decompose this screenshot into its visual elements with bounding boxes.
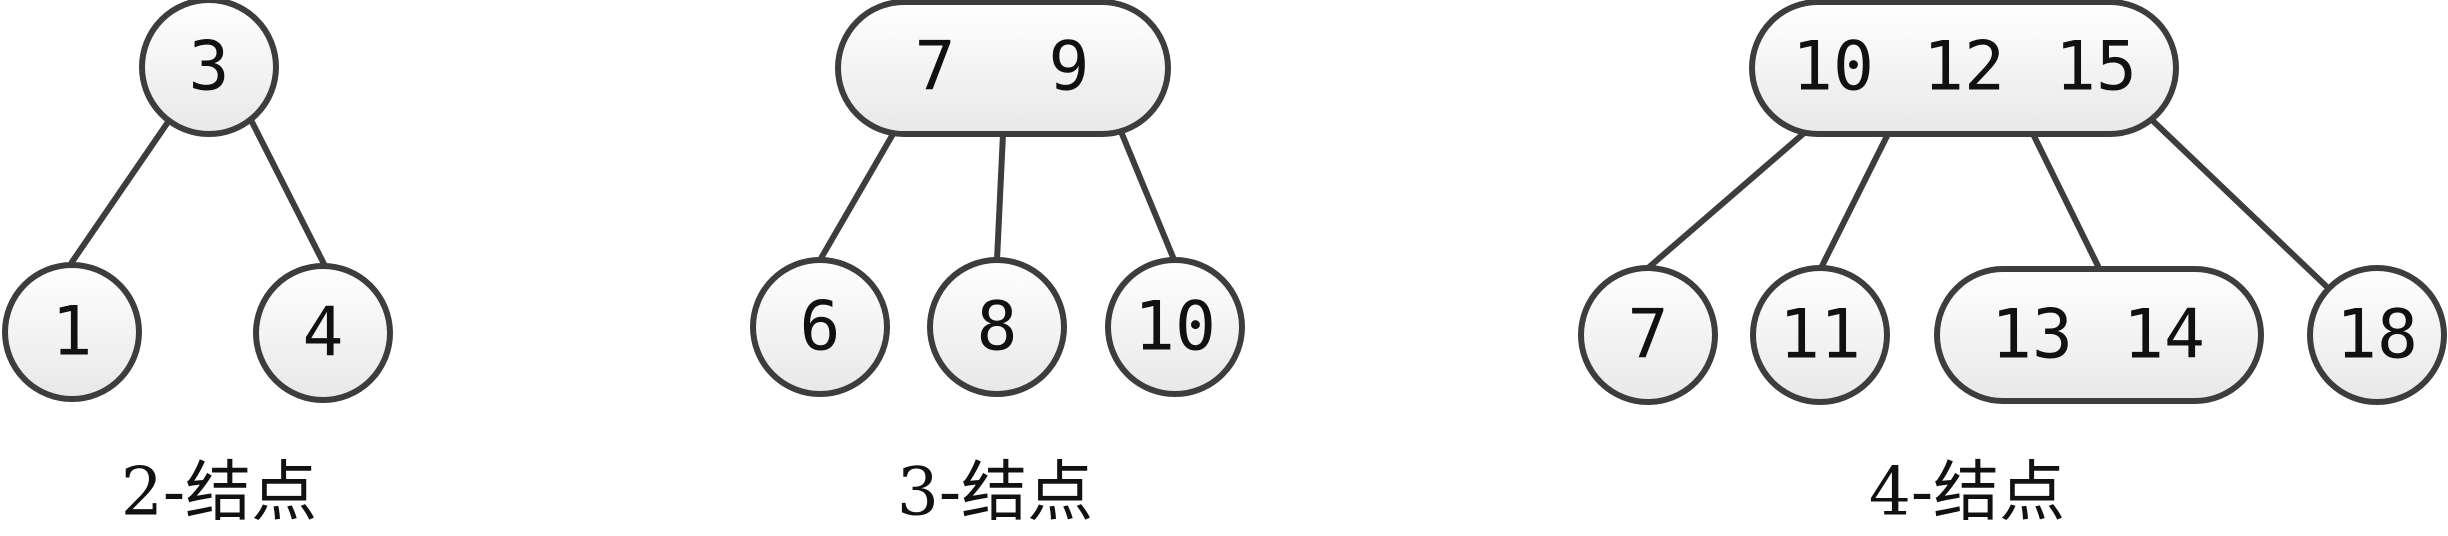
- node-shape: [835, 0, 1171, 137]
- node-key: 7: [1628, 296, 1669, 375]
- child-node: 1: [2, 262, 142, 402]
- edge-root-to-child-2: [994, 131, 1006, 263]
- child-node: 4: [253, 263, 393, 403]
- node-shape: [750, 257, 890, 397]
- node-shape: [1750, 265, 1890, 405]
- node-shape: [1578, 265, 1718, 405]
- node-key: 7: [915, 28, 956, 107]
- tree-2-node: 3 1 4 2-结点: [2, 0, 393, 531]
- node-shape: [1749, 0, 2179, 137]
- root-node: 3: [139, 0, 279, 137]
- tree-3-node: 7 9 6 8 10 3-结点: [750, 0, 1245, 531]
- node-key: 10: [1792, 28, 1874, 107]
- caption: 4-结点: [1869, 454, 2065, 531]
- node-shape: [927, 257, 1067, 397]
- node-key: 11: [1779, 296, 1861, 375]
- node-key: 12: [1923, 28, 2005, 107]
- root-node: 10 12 15: [1749, 0, 2179, 137]
- caption: 2-结点: [121, 454, 317, 531]
- node-key: 3: [189, 28, 230, 107]
- node-key: 18: [2336, 296, 2418, 375]
- node-shape: [2, 262, 142, 402]
- child-node: 6: [750, 257, 890, 397]
- node-key: 13: [1991, 296, 2073, 375]
- node-key: 6: [800, 288, 841, 367]
- node-shape: [253, 263, 393, 403]
- node-key: 1: [52, 293, 93, 372]
- child-node: 13 14: [1934, 266, 2264, 404]
- child-node: 8: [927, 257, 1067, 397]
- edge-root-to-child-4: [2149, 117, 2329, 289]
- node-shape: [139, 0, 279, 137]
- node-shape: [1934, 266, 2264, 404]
- tree-4-node: 10 12 15 7 11 13 14 18 4-结点: [1578, 0, 2447, 531]
- node-key: 4: [303, 294, 344, 373]
- node-key: 14: [2123, 296, 2205, 375]
- node-key: 9: [1049, 28, 1090, 107]
- edge-root-to-child-2: [249, 119, 327, 267]
- child-node: 7: [1578, 265, 1718, 405]
- node-key: 8: [977, 288, 1018, 367]
- node-shape: [2307, 265, 2447, 405]
- edge-root-to-child-3: [2030, 131, 2101, 269]
- edge-root-to-child-2: [1819, 131, 1891, 269]
- child-node: 18: [2307, 265, 2447, 405]
- child-node: 10: [1105, 257, 1245, 397]
- node-key: 10: [1134, 288, 1216, 367]
- root-node: 7 9: [835, 0, 1171, 137]
- edge-root-to-child-1: [817, 131, 896, 263]
- child-node: 11: [1750, 265, 1890, 405]
- edge-root-to-child-3: [1119, 131, 1178, 265]
- caption: 3-结点: [897, 454, 1093, 531]
- edge-root-to-child-1: [1645, 131, 1806, 271]
- edge-root-to-child-1: [69, 119, 171, 265]
- node-shape: [1105, 257, 1245, 397]
- node-key: 15: [2055, 28, 2137, 107]
